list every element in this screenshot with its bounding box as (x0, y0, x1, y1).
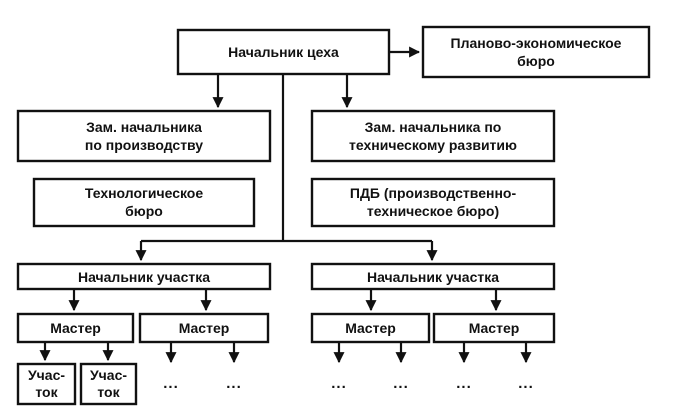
node-label: Планово-экономическое (451, 35, 622, 51)
node-section-2: Учас- ток (79, 362, 138, 406)
node-master-4: Мастер (432, 312, 556, 344)
node-label: Мастер (50, 320, 101, 336)
node-label: бюро (125, 203, 163, 219)
ellipsis: ... (226, 375, 242, 392)
ellipsis: ... (331, 375, 347, 392)
node-label: Зам. начальника (86, 119, 202, 135)
node-master-3: Мастер (310, 312, 431, 344)
node-label: Мастер (345, 320, 396, 336)
node-label: техническому развитию (349, 137, 517, 153)
node-label: Мастер (469, 320, 520, 336)
node-label: Мастер (179, 320, 230, 336)
node-label: Начальник участка (78, 269, 210, 285)
node-dep-tech: Зам. начальника по техническому развитию (310, 109, 556, 163)
node-label: Начальник цеха (228, 44, 339, 60)
ellipsis: ... (163, 375, 179, 392)
node-label: Технологическое (85, 185, 203, 201)
node-label: ток (35, 384, 58, 400)
node-pdb: ПДБ (производственно- техническое бюро) (310, 177, 556, 228)
node-label: Зам. начальника по (365, 119, 502, 135)
node-label: Учас- (28, 367, 65, 383)
node-label: техническое бюро) (367, 203, 499, 219)
ellipsis: ... (456, 375, 472, 392)
node-label: Учас- (90, 367, 127, 383)
node-section-1: Учас- ток (16, 362, 77, 406)
node-master-2: Мастер (138, 312, 270, 344)
node-master-1: Мастер (16, 312, 135, 344)
ellipsis-group: ... ... ... ... ... ... (163, 375, 534, 392)
ellipsis: ... (393, 375, 409, 392)
node-section-head-right: Начальник участка (310, 262, 556, 291)
ellipsis: ... (518, 375, 534, 392)
node-dep-prod: Зам. начальника по производству (16, 109, 272, 163)
node-label: по производству (85, 137, 203, 153)
connector-lines (39, 46, 532, 364)
node-peb: Планово-экономическое бюро (421, 25, 651, 79)
node-label: бюро (517, 53, 555, 69)
node-section-head-left: Начальник участка (16, 262, 272, 291)
node-tech-bureau: Технологическое бюро (32, 177, 256, 228)
node-label: ПДБ (производственно- (350, 185, 517, 201)
node-label: Начальник участка (367, 269, 499, 285)
node-head: Начальник цеха (176, 28, 391, 76)
node-label: ток (97, 384, 120, 400)
